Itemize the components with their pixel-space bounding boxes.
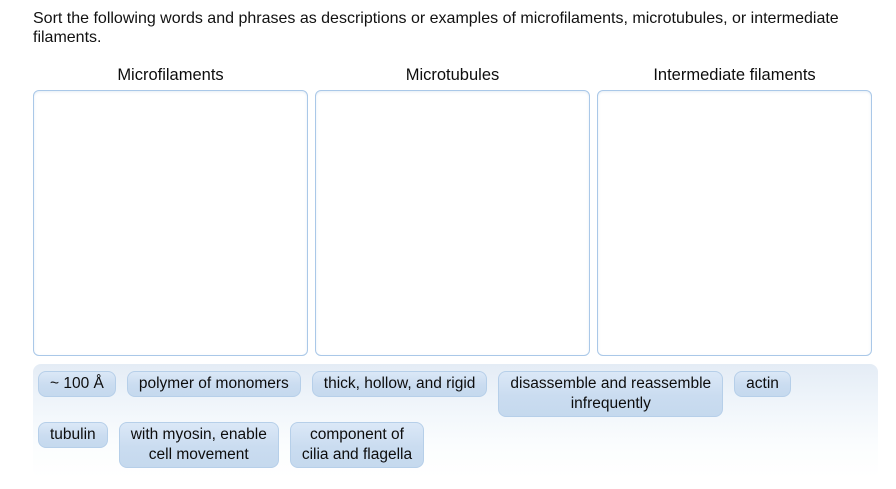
chip-component-of-cilia-and-flagella[interactable]: component of cilia and flagella <box>289 422 425 468</box>
chip-100-angstrom[interactable]: ~ 100 Å <box>38 371 116 397</box>
word-bank: ~ 100 Å polymer of monomers thick, hollo… <box>33 364 878 478</box>
drop-zone-microtubules[interactable] <box>315 90 590 356</box>
chip-polymer-of-monomers[interactable]: polymer of monomers <box>126 371 301 397</box>
column-header-microfilaments: Microfilaments <box>117 66 224 84</box>
column-header-intermediate-filaments: Intermediate filaments <box>653 66 816 84</box>
drop-zone-microfilaments[interactable] <box>33 90 308 356</box>
word-bank-row-2: tubulin with myosin, enable cell movemen… <box>38 422 873 468</box>
chip-disassemble-reassemble-infrequently[interactable]: disassemble and reassemble infrequently <box>498 371 724 417</box>
word-bank-row-1: ~ 100 Å polymer of monomers thick, hollo… <box>38 371 873 417</box>
chip-thick-hollow-rigid[interactable]: thick, hollow, and rigid <box>311 371 488 397</box>
drop-zone-intermediate-filaments[interactable] <box>597 90 872 356</box>
column-headers: Microfilaments Microtubules Intermediate… <box>33 66 872 85</box>
chip-tubulin[interactable]: tubulin <box>38 422 108 448</box>
column-header-microtubules: Microtubules <box>405 66 500 84</box>
drop-zones <box>33 90 872 356</box>
chip-with-myosin-enable-cell-movement[interactable]: with myosin, enable cell movement <box>118 422 279 468</box>
instructions-text: Sort the following words and phrases as … <box>33 10 839 46</box>
chip-actin[interactable]: actin <box>734 371 791 397</box>
